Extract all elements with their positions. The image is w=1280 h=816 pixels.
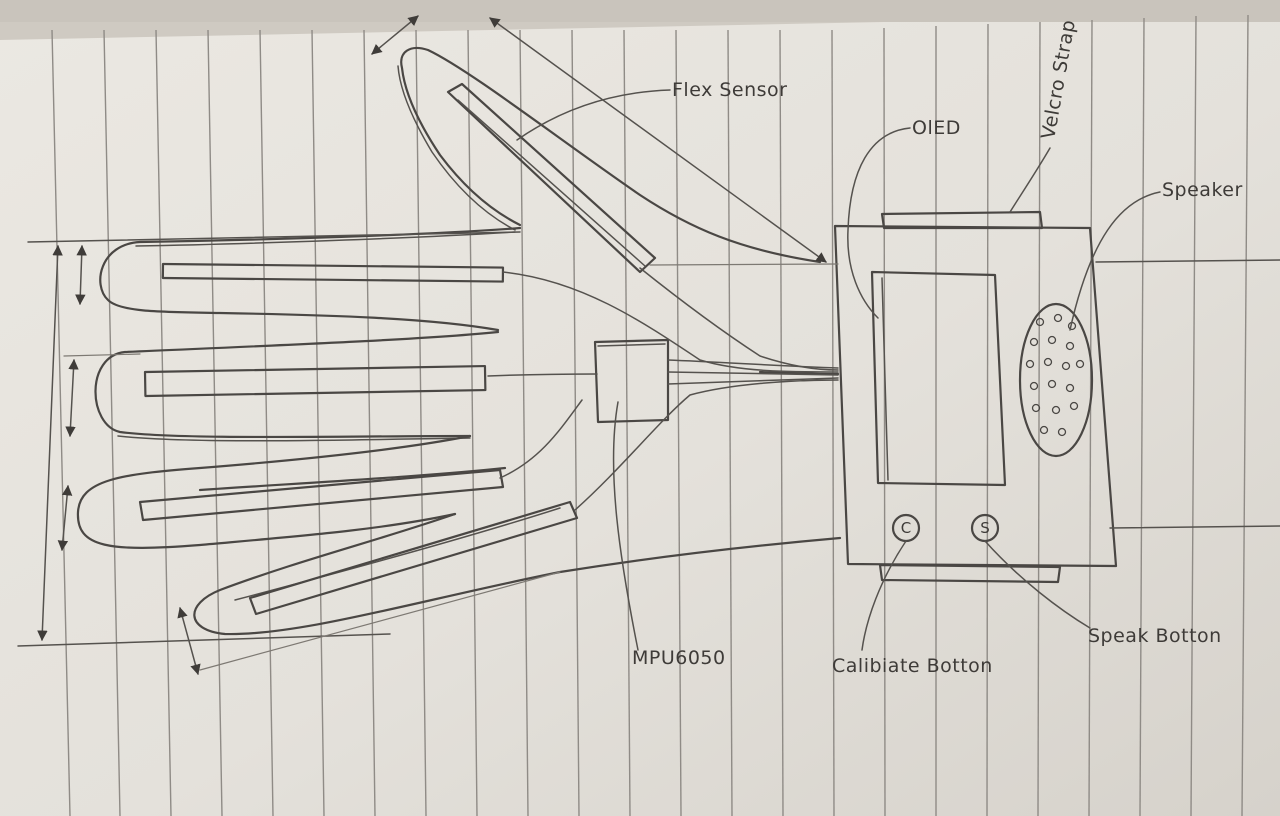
svg-text:S: S: [980, 519, 990, 537]
speaker-holes: [1025, 313, 1085, 437]
flex-sensor-middle: [143, 364, 487, 398]
dimension-markers: [17, 15, 827, 676]
middle-width-arrow: [65, 358, 79, 438]
background-strip: [0, 0, 1280, 22]
flex-sensor-ring: [138, 468, 505, 522]
label-flex-sensor: Flex Sensor: [672, 79, 787, 101]
thumb-length-arrow: [489, 17, 827, 263]
label-oled: OlED: [912, 117, 961, 139]
mpu-module: [593, 338, 670, 424]
wires: [487, 267, 839, 511]
velcro-strap-bottom: [878, 563, 1062, 584]
velcro-strap-top: [880, 210, 1044, 230]
svg-text:C: C: [901, 519, 911, 537]
index-width-arrow: [75, 244, 87, 306]
wrist-unit: C S: [649, 210, 1280, 584]
label-calibrate-button: Calibiate Botton: [832, 655, 993, 677]
flex-sensor-index: [161, 262, 505, 283]
label-speaker: Speaker: [1162, 179, 1243, 201]
paper-sheet: [0, 14, 1280, 816]
ring-width-arrow: [57, 484, 73, 552]
label-speak-button: Speak Botton: [1088, 625, 1222, 647]
oled-screen: [870, 270, 1007, 487]
thumb-width-arrow: [371, 15, 419, 55]
little-width-arrow: [177, 606, 201, 676]
speaker-grille: [1018, 302, 1094, 458]
label-leaders: [516, 89, 1161, 651]
label-mpu: MPU6050: [632, 647, 726, 669]
flex-sensor-little: [248, 500, 579, 616]
overall-length-arrow: [37, 244, 63, 642]
